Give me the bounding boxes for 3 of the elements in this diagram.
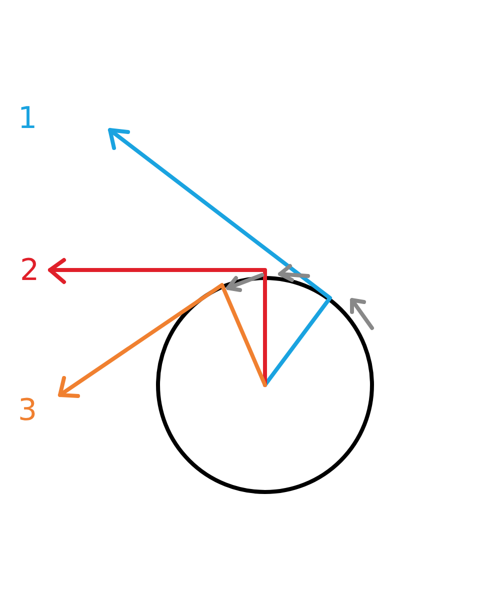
vector-number: 2	[20, 256, 40, 286]
vector-number: 1	[18, 104, 38, 134]
vector-number: 3	[18, 396, 38, 426]
